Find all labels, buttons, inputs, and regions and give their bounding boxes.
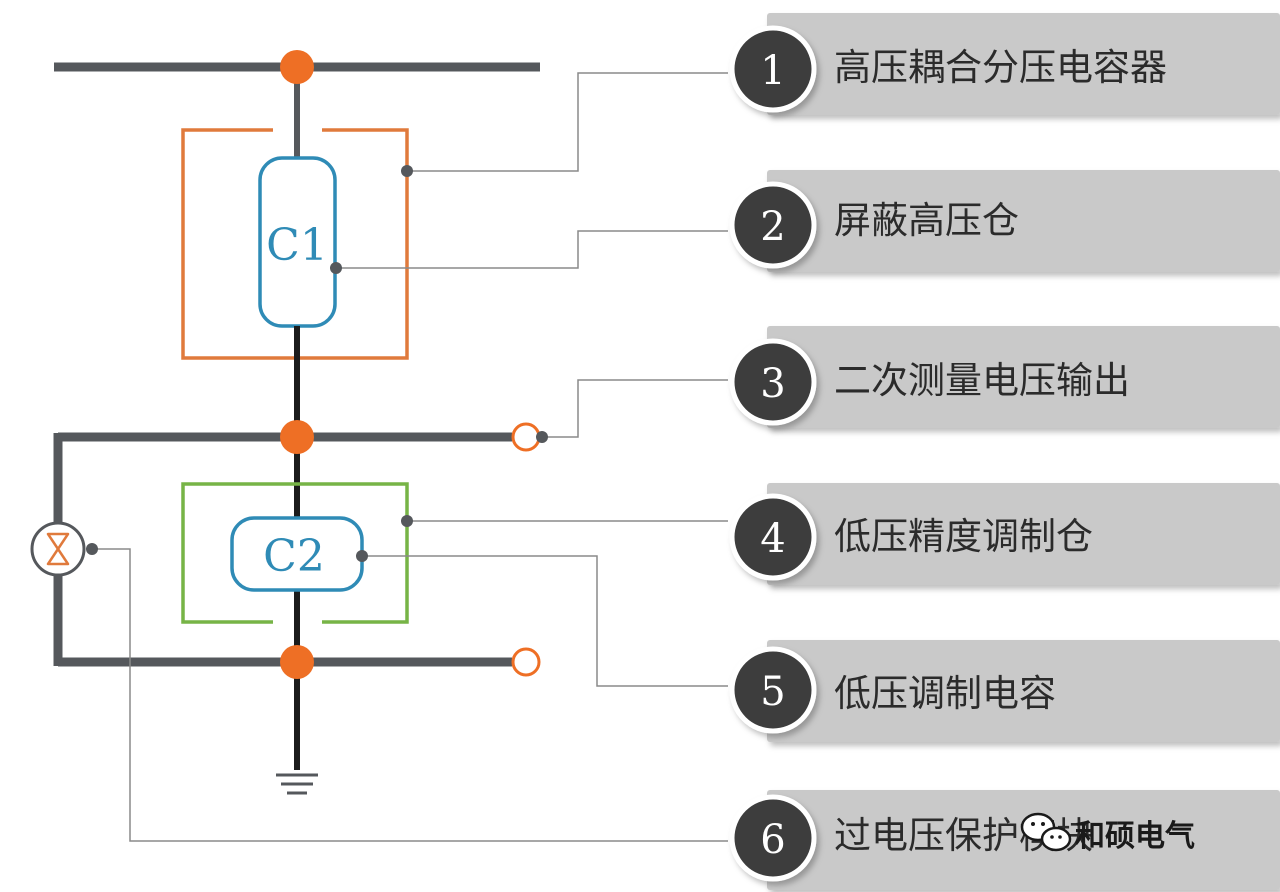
legend-item-3: 3 二次测量电压输出	[729, 326, 1280, 428]
low-voltage-precision-compartment	[181, 482, 409, 624]
watermark-text: 和硕电气	[1075, 819, 1195, 854]
c1-label: C1	[266, 220, 328, 271]
legend-label-box	[767, 326, 1280, 428]
legend-badge	[729, 181, 817, 269]
watermark: 和硕电气	[1020, 812, 1195, 854]
top-junction-node	[280, 50, 314, 84]
legend-number: 5	[760, 669, 785, 715]
wechat-icon	[1020, 812, 1072, 852]
legend-item-6: 6 过电压保护模块	[729, 790, 1280, 890]
legend-badge	[729, 493, 817, 581]
leader-dot-4	[401, 515, 413, 527]
legend-badge	[729, 25, 817, 113]
legend-number: 6	[760, 817, 785, 863]
middle-junction-node	[280, 420, 314, 454]
protection-gap-icon	[46, 532, 70, 566]
leader-line-1	[407, 72, 728, 172]
legend-number: 1	[760, 48, 785, 94]
leader-line-2	[336, 230, 728, 269]
leader-dot-2	[330, 262, 342, 274]
legend-item-2: 2 屏蔽高压仓	[729, 170, 1280, 272]
leader-dot-5	[356, 550, 368, 562]
legend-item-4: 4 低压精度调制仓	[729, 483, 1280, 585]
legend-text: 高压耦合分压电容器	[834, 46, 1167, 89]
legend-badge	[729, 338, 817, 426]
leader-line-3	[542, 379, 728, 438]
leader-line-6	[92, 548, 728, 842]
legend-label-box	[767, 640, 1280, 742]
leader-lines	[92, 72, 728, 842]
circuit: C1 C2	[30, 50, 541, 795]
legend-item-1: 1 高压耦合分压电容器	[729, 13, 1280, 115]
legend-label-box	[767, 790, 1280, 890]
legend-text: 低压调制电容	[834, 672, 1056, 715]
c2-label: C2	[263, 531, 325, 582]
legend: 1 高压耦合分压电容器 2 屏蔽高压仓 3 二次测量电压输出 4 低压精度调制仓	[729, 13, 1280, 890]
legend-text: 二次测量电压输出	[834, 359, 1130, 402]
legend-badge	[729, 646, 817, 734]
legend-label-box	[767, 170, 1280, 272]
leader-dot-3	[536, 431, 548, 443]
ground-icon	[276, 773, 318, 795]
leader-dot-6	[86, 543, 98, 555]
leader-dots	[86, 165, 548, 562]
legend-number: 2	[760, 204, 785, 250]
legend-text: 低压精度调制仓	[834, 515, 1093, 558]
leader-dot-1	[401, 165, 413, 177]
bottom-junction-node	[280, 645, 314, 679]
legend-item-5: 5 低压调制电容	[729, 640, 1280, 742]
legend-number: 4	[760, 516, 785, 562]
legend-text: 屏蔽高压仓	[834, 199, 1019, 242]
legend-badge	[729, 794, 817, 882]
legend-number: 3	[760, 361, 785, 407]
leader-line-5	[362, 555, 728, 687]
legend-label-box	[767, 483, 1280, 585]
output-terminal-lower	[511, 647, 541, 677]
output-terminal-upper	[511, 422, 541, 452]
legend-label-box	[767, 13, 1280, 115]
